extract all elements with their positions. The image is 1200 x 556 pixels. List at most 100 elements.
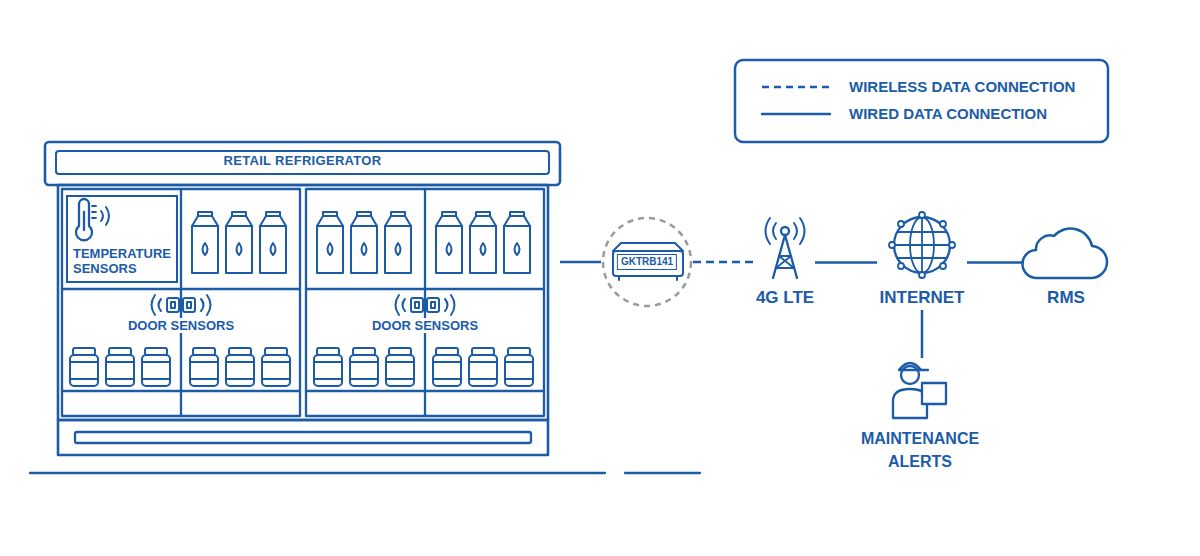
milk-carton xyxy=(385,212,411,273)
door-sensor-icon xyxy=(396,295,455,315)
globe-dot xyxy=(949,242,955,248)
fridge-door xyxy=(306,189,544,416)
milk-carton xyxy=(504,212,530,273)
signal-wave xyxy=(451,295,455,315)
sensor-dot xyxy=(415,302,419,308)
signal-wave xyxy=(794,223,797,239)
milk-carton xyxy=(226,212,252,273)
jar xyxy=(70,348,98,386)
thermometer-mercury xyxy=(83,212,85,230)
globe-parallel xyxy=(894,244,950,246)
legend-box xyxy=(735,60,1108,142)
fridge-vent xyxy=(75,432,531,443)
milk-carton xyxy=(260,212,286,273)
device-model: GKTRB141 xyxy=(617,254,677,270)
sensor-dot xyxy=(187,302,191,308)
sensor-name: TEMPERATURE SENSORS xyxy=(73,246,177,276)
globe-dot xyxy=(898,221,904,227)
globe-dots xyxy=(889,212,955,278)
artwork xyxy=(30,60,1108,473)
globe-dot xyxy=(940,221,946,227)
signal-wave xyxy=(101,211,103,221)
jar xyxy=(226,348,254,386)
jar xyxy=(350,348,378,386)
globe-dot xyxy=(898,263,904,269)
person-head xyxy=(901,366,919,384)
tower-brace xyxy=(776,256,791,268)
signal-wave xyxy=(773,223,776,239)
signal-wave xyxy=(159,299,162,311)
door-sensor-icon xyxy=(152,295,211,315)
cloud xyxy=(1022,229,1107,278)
shelf xyxy=(62,390,300,392)
fridge-body xyxy=(58,185,548,420)
thermometer-tick xyxy=(92,211,96,213)
globe-dot xyxy=(919,272,925,278)
signal-wave xyxy=(106,207,109,225)
legend-solid-sample xyxy=(762,113,830,116)
jar-group xyxy=(70,348,533,386)
network-node: 4G LTE xyxy=(755,215,815,310)
jar xyxy=(262,348,290,386)
jar xyxy=(469,348,497,386)
node-label: 4G LTE xyxy=(735,288,835,308)
globe-parallel xyxy=(898,257,946,259)
milk-carton xyxy=(470,212,496,273)
jar xyxy=(142,348,170,386)
door-mullion xyxy=(180,189,182,416)
fridge-base xyxy=(58,420,548,455)
milk-carton xyxy=(351,212,377,273)
milk-carton xyxy=(436,212,462,273)
sensor-label: DOOR SENSORS xyxy=(111,318,251,334)
signal-wave xyxy=(207,295,211,315)
node-label: MAINTENANCE ALERTS xyxy=(855,427,985,473)
alert-node: MAINTENANCE ALERTS xyxy=(855,358,985,473)
tower-antenna xyxy=(781,227,789,235)
router-node: GKTRB141 xyxy=(601,216,693,308)
thermometer xyxy=(76,199,92,240)
signal-wave xyxy=(201,299,204,311)
shelf xyxy=(62,288,300,290)
sensor-part xyxy=(183,298,195,312)
wired-connection xyxy=(967,261,1024,264)
shelf xyxy=(306,390,544,392)
signal-wave xyxy=(396,295,400,315)
signal-wave xyxy=(152,295,156,315)
cloud-node: RMS xyxy=(1024,215,1108,310)
jar xyxy=(106,348,134,386)
dashed-circle xyxy=(603,218,691,306)
sensor-part xyxy=(167,298,179,312)
milk-carton xyxy=(192,212,218,273)
sensor-label-text: DOOR SENSORS xyxy=(126,318,236,333)
floor-line xyxy=(30,472,605,474)
router-foot xyxy=(676,276,678,280)
sensor-cell: TEMPERATURE SENSORS xyxy=(66,195,178,283)
sensor-part xyxy=(411,298,423,312)
person-box xyxy=(922,383,946,404)
refrigerator: RETAIL REFRIGERATORTEMPERATURE SENSORS xyxy=(45,142,560,455)
router-body xyxy=(613,251,683,276)
signal-wave xyxy=(766,218,771,244)
node-label: RMS xyxy=(1004,288,1128,308)
shelf xyxy=(306,288,544,290)
tower-brace xyxy=(779,256,794,268)
carton-group xyxy=(192,212,530,273)
wired-connection xyxy=(560,261,601,264)
wireless-connection xyxy=(693,261,755,264)
jar xyxy=(314,348,342,386)
sensor-dot xyxy=(431,302,435,308)
jar xyxy=(190,348,218,386)
router-foot xyxy=(618,276,620,280)
sensor-dot xyxy=(171,302,175,308)
globe-dot xyxy=(919,212,925,218)
sensor-label: DOOR SENSORS xyxy=(355,318,495,334)
signal-wave xyxy=(403,299,406,311)
sensor-part xyxy=(427,298,439,312)
fridge-door xyxy=(62,189,300,416)
fridge-top-panel xyxy=(45,142,560,185)
node-label: INTERNET xyxy=(857,288,987,308)
router-top xyxy=(613,243,683,251)
globe-dot xyxy=(940,263,946,269)
